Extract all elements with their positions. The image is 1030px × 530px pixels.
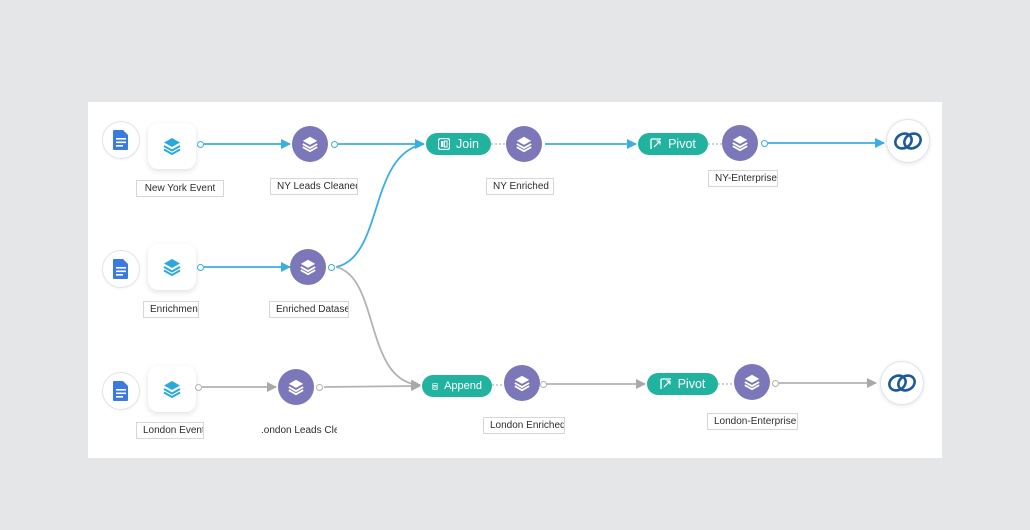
ny-enriched-label: NY Enriched [486,178,554,195]
pivot-icon [650,138,662,149]
london-leads-dataset-port[interactable] [316,383,323,391]
pivot-icon [659,378,671,389]
layers-icon [300,259,316,276]
destination-link-icon [888,374,916,392]
london-enterprise-dataset-node[interactable] [734,364,770,400]
london-file-node[interactable] [102,372,140,410]
document-icon [113,130,128,150]
london-enterprise-label: London-Enterprise [707,413,798,430]
layers-icon [514,375,530,392]
edge-london-dataset-to-append[interactable] [323,381,421,392]
pivot-transform-ny[interactable]: Pivot [638,133,708,155]
layers-icon [163,381,181,399]
join-label: Join [456,137,479,151]
pipeline-edges [202,138,885,392]
layers-icon [288,379,304,396]
ny-source-port[interactable] [197,140,204,148]
append-transform[interactable]: Append [422,375,492,397]
london-enriched-label: London Enriched [483,417,565,434]
ny-destination-node[interactable] [886,119,930,163]
edge-enriched-to-join[interactable] [335,143,425,268]
london-enriched-port[interactable] [540,380,547,388]
enrichment-source-node[interactable] [148,244,196,290]
pivot-transform-london[interactable]: Pivot [647,373,718,395]
pipeline-canvas: New York Event NY Leads Cleaned Join NY … [88,102,942,458]
enrichment-source-label: Enrichment [143,301,199,318]
london-enriched-dataset-node[interactable] [504,365,540,401]
layers-icon [302,136,318,153]
pivot-london-label: Pivot [677,377,706,391]
enrichment-source-port[interactable] [197,263,204,271]
enriched-dataset-port[interactable] [328,263,335,271]
document-icon [113,381,128,401]
append-label: Append [444,380,482,392]
enriched-dataset-node[interactable] [290,249,326,285]
layers-icon [744,374,760,391]
layers-icon [516,136,532,153]
document-icon [113,259,128,279]
pivot-ny-label: Pivot [668,137,696,151]
join-icon [438,138,451,150]
ny-enterprise-port[interactable] [761,139,768,147]
ny-source-label: New York Event [136,180,224,197]
layers-icon [163,138,181,156]
london-source-label: London Event [136,422,204,439]
ny-source-node[interactable] [148,123,196,169]
layers-icon [732,135,748,152]
london-leads-dataset-label: .ondon Leads Clean. [254,422,338,439]
ny-file-node[interactable] [102,121,140,159]
join-transform[interactable]: Join [426,133,491,155]
london-source-port[interactable] [195,383,202,391]
london-source-node[interactable] [148,366,196,412]
ny-leads-dataset-node[interactable] [292,126,328,162]
append-icon [432,382,439,390]
layers-icon [163,259,181,277]
destination-link-icon [894,132,922,150]
ny-enterprise-dataset-node[interactable] [722,125,758,161]
ny-leads-dataset-port[interactable] [331,140,338,148]
london-leads-dataset-node[interactable] [278,369,314,405]
ny-leads-dataset-label: NY Leads Cleaned [270,178,358,195]
edge-enriched-to-append[interactable] [335,266,421,390]
ny-enriched-dataset-node[interactable] [506,126,542,162]
enrichment-file-node[interactable] [102,250,140,288]
london-destination-node[interactable] [880,361,924,405]
ny-enterprise-label: NY-Enterprise [708,170,778,187]
enriched-dataset-label: Enriched Dataset [269,301,349,318]
london-enterprise-port[interactable] [772,379,779,387]
